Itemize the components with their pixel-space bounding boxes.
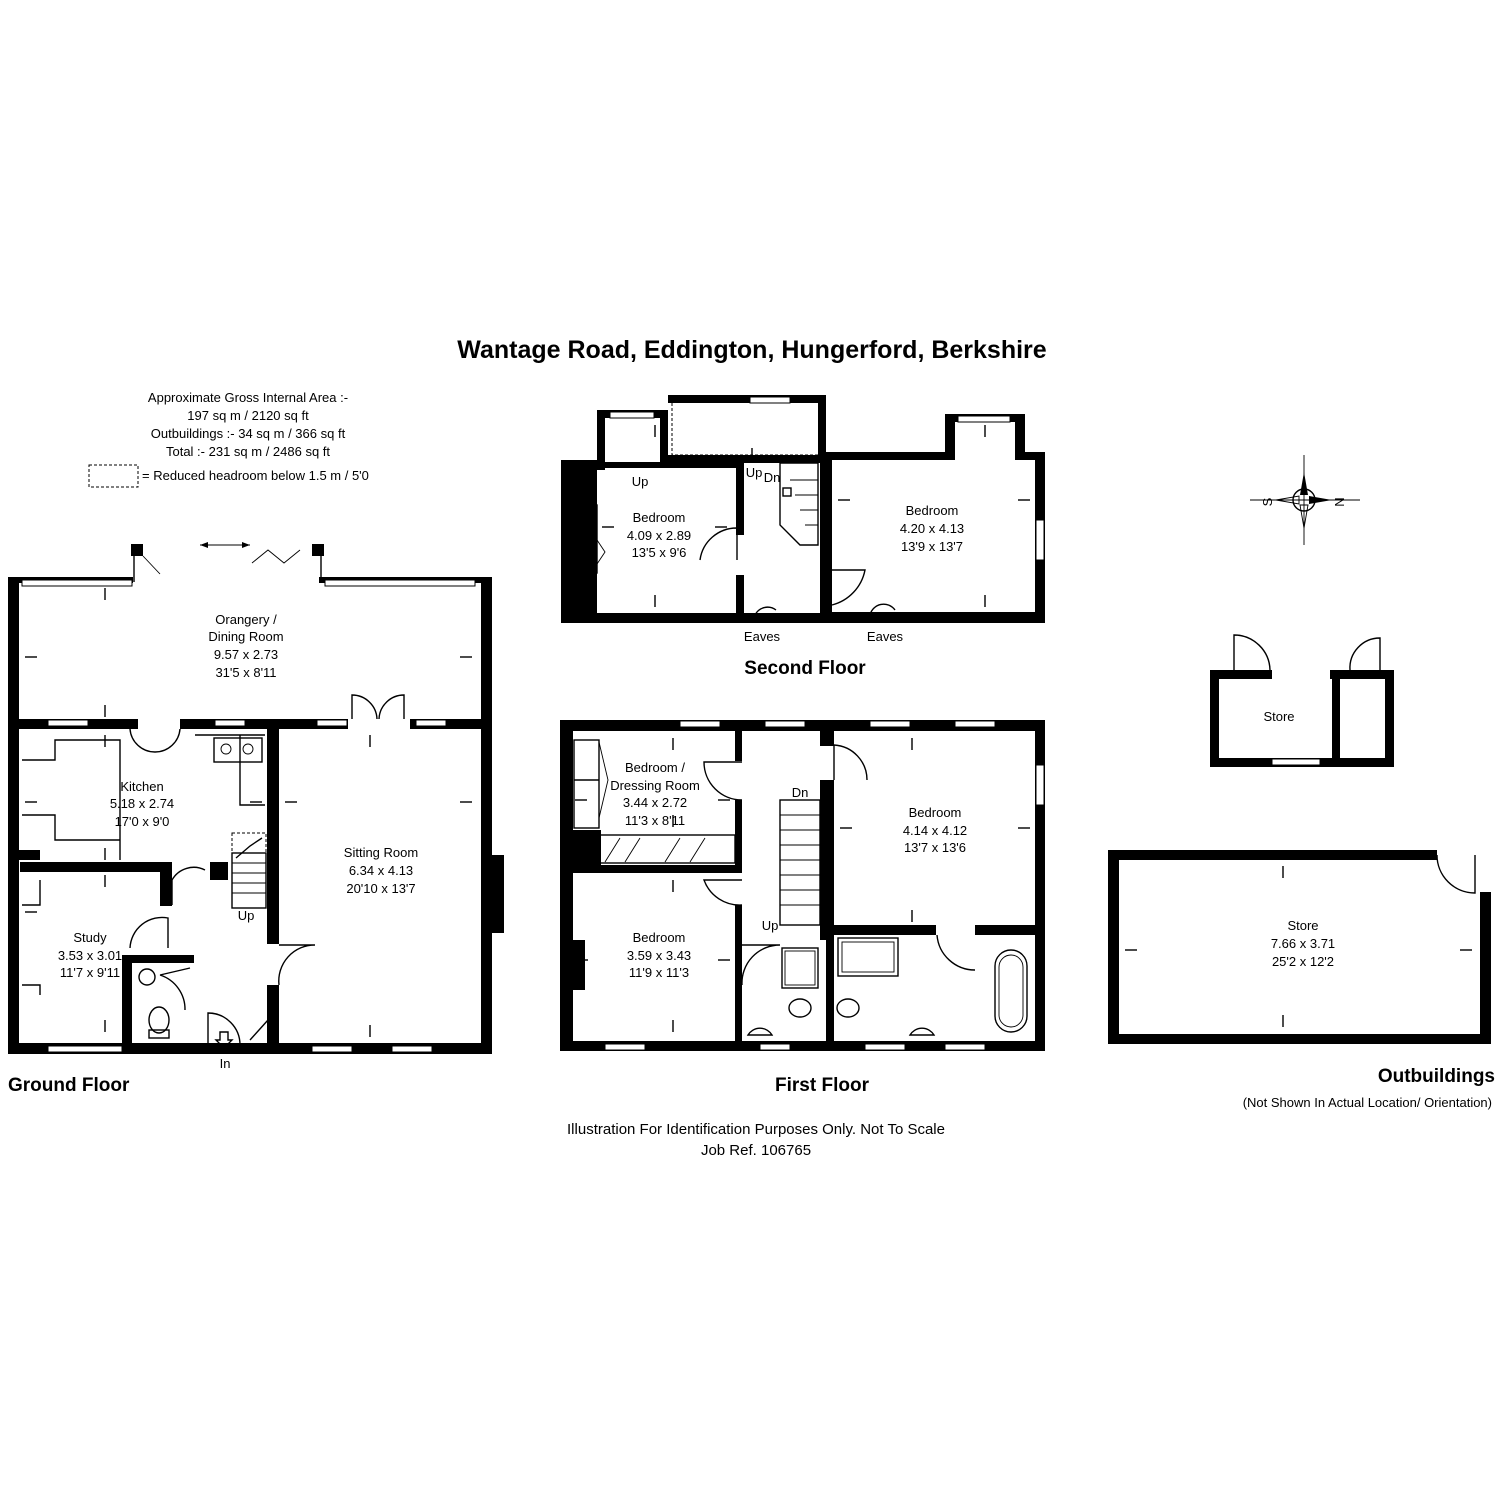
study-name: Study — [73, 930, 107, 945]
ff-bedroom-right-imperial: 13'7 x 13'6 — [904, 840, 966, 855]
orangery-metric: 9.57 x 2.73 — [214, 647, 278, 662]
compass-s: S — [1260, 497, 1275, 506]
ff-bedroom-left-metric: 3.59 x 3.43 — [627, 948, 691, 963]
sitting-room-name: Sitting Room — [344, 845, 418, 860]
ff-stairs-up: Up — [762, 918, 779, 933]
disclaimer: Illustration For Identification Purposes… — [567, 1121, 945, 1138]
ff-bedroom-right-name: Bedroom — [909, 805, 962, 820]
ff-bedroom-left-imperial: 11'9 x 11'3 — [629, 965, 689, 980]
page-title: Wantage Road, Eddington, Hungerford, Ber… — [457, 336, 1046, 364]
sf-eaves-left: Eaves — [744, 629, 781, 644]
orangery-imperial: 31'5 x 8'11 — [215, 665, 276, 680]
outbuildings-label: Outbuildings — [1378, 1066, 1495, 1087]
ff-stairs-dn: Dn — [792, 785, 809, 800]
ff-dressing-name-1: Bedroom / — [625, 760, 685, 775]
reduced-headroom-swatch — [88, 464, 139, 488]
sf-up-stair: Up — [746, 465, 763, 480]
ground-floor-plan: Orangery / Dining Room 9.57 x 2.73 31'5 … — [8, 542, 504, 1071]
ff-dressing-metric: 3.44 x 2.72 — [623, 795, 687, 810]
store-large-metric: 7.66 x 3.71 — [1271, 936, 1335, 951]
kitchen-metric: 5.18 x 2.74 — [110, 796, 174, 811]
sf-bedroom-1-metric: 4.09 x 2.89 — [627, 528, 691, 543]
sf-bedroom-1-name: Bedroom — [633, 510, 686, 525]
sf-toilet-t: T — [582, 510, 590, 525]
sf-bedroom-2-name: Bedroom — [906, 503, 959, 518]
sf-eaves-right: Eaves — [867, 629, 904, 644]
sf-dn-stair: Dn — [764, 470, 781, 485]
outbuildings-note: (Not Shown In Actual Location/ Orientati… — [1243, 1095, 1492, 1110]
sf-bedroom-1-imperial: 13'5 x 9'6 — [632, 545, 687, 560]
ground-stairs-up: Up — [238, 908, 255, 923]
area-line-2: 197 sq m / 2120 sq ft — [187, 408, 309, 423]
area-line-4: Total :- 231 sq m / 2486 sq ft — [166, 444, 330, 459]
sitting-room-imperial: 20'10 x 13'7 — [346, 881, 415, 896]
second-floor-plan: Bedroom 4.09 x 2.89 13'5 x 9'6 Bedroom 4… — [561, 395, 1045, 644]
sf-bedroom-2-metric: 4.20 x 4.13 — [900, 521, 964, 536]
orangery-name-2: Dining Room — [208, 629, 283, 644]
compass-icon: S N — [1250, 455, 1360, 545]
outbuildings-plan: Store Store 7.66 x 3.71 25'2 x 12'2 — [1108, 634, 1491, 1044]
ff-bedroom-right-metric: 4.14 x 4.12 — [903, 823, 967, 838]
orangery-name-1: Orangery / — [215, 612, 277, 627]
front-door-in: In — [220, 1056, 231, 1071]
reduced-headroom-label: = Reduced headroom below 1.5 m / 5'0 — [142, 468, 369, 483]
study-imperial: 11'7 x 9'11 — [60, 965, 120, 980]
compass-n: N — [1332, 497, 1347, 506]
ff-bedroom-left-name: Bedroom — [633, 930, 686, 945]
ff-dressing-name-2: Dressing Room — [610, 778, 700, 793]
store-large-imperial: 25'2 x 12'2 — [1272, 954, 1334, 969]
sf-up-left: Up — [632, 474, 649, 489]
ff-dressing-imperial: 11'3 x 8'11 — [625, 813, 685, 828]
store-large-name: Store — [1287, 918, 1318, 933]
first-floor-plan: Bedroom / Dressing Room 3.44 x 2.72 11'3… — [560, 720, 1045, 1051]
area-line-1: Approximate Gross Internal Area :- — [148, 390, 348, 405]
kitchen-name: Kitchen — [120, 779, 163, 794]
store-small-name: Store — [1263, 709, 1294, 724]
kitchen-imperial: 17'0 x 9'0 — [115, 814, 170, 829]
ground-floor-label: Ground Floor — [8, 1075, 130, 1096]
first-floor-label: First Floor — [775, 1075, 870, 1096]
area-line-3: Outbuildings :- 34 sq m / 366 sq ft — [151, 426, 346, 441]
sf-bedroom-2-imperial: 13'9 x 13'7 — [901, 539, 963, 554]
job-ref: Job Ref. 106765 — [701, 1142, 811, 1159]
second-floor-label: Second Floor — [744, 658, 866, 679]
sitting-room-metric: 6.34 x 4.13 — [349, 863, 413, 878]
study-metric: 3.53 x 3.01 — [58, 948, 122, 963]
